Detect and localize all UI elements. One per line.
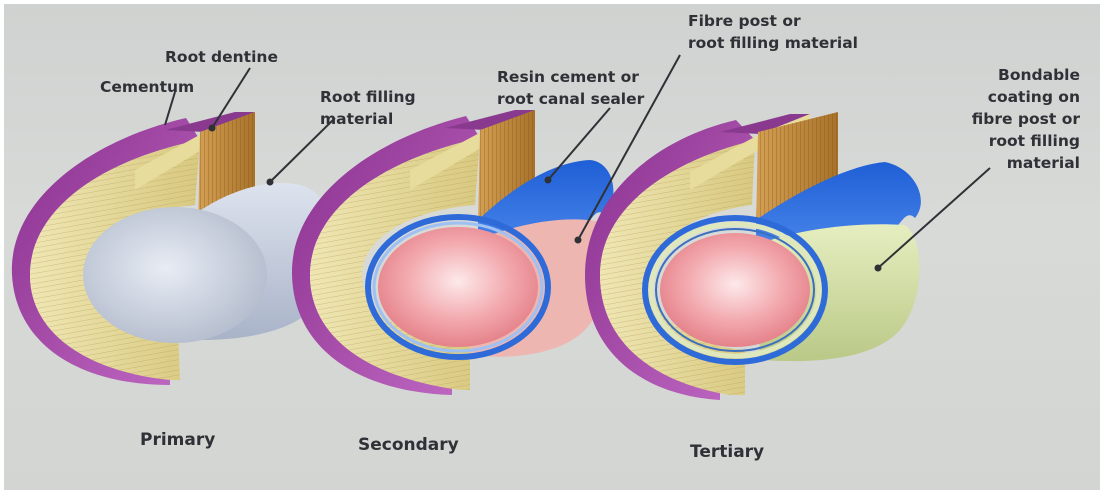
caption-tertiary: Tertiary bbox=[690, 442, 764, 462]
label-root-dentine: Root dentine bbox=[165, 46, 278, 68]
caption-primary: Primary bbox=[140, 430, 215, 450]
secondary-model bbox=[292, 110, 613, 395]
label-bondable-coating: Bondable coating on fibre post or root f… bbox=[972, 64, 1080, 174]
tertiary-post-face bbox=[660, 233, 810, 347]
label-resin-cement: Resin cement or root canal sealer bbox=[497, 66, 644, 110]
label-fibre-post-line1: Fibre post or bbox=[688, 10, 858, 32]
label-bondable-line2: coating on bbox=[972, 86, 1080, 108]
label-bondable-line1: Bondable bbox=[972, 64, 1080, 86]
label-bondable-line5: material bbox=[972, 152, 1080, 174]
label-bondable-line3: fibre post or bbox=[972, 108, 1080, 130]
label-resin-cement-line2: root canal sealer bbox=[497, 88, 644, 110]
secondary-post-face bbox=[378, 227, 538, 347]
label-fibre-post-line2: root filling material bbox=[688, 32, 858, 54]
label-resin-cement-line1: Resin cement or bbox=[497, 66, 644, 88]
label-root-filling-material: Root filling material bbox=[320, 86, 416, 130]
primary-model bbox=[12, 112, 335, 385]
primary-root-filling-face bbox=[83, 207, 267, 343]
label-cementum: Cementum bbox=[100, 76, 194, 98]
label-fibre-post: Fibre post or root filling material bbox=[688, 10, 858, 54]
label-root-filling-line2: material bbox=[320, 108, 416, 130]
label-root-filling-line1: Root filling bbox=[320, 86, 416, 108]
label-bondable-line4: root filling bbox=[972, 130, 1080, 152]
caption-secondary: Secondary bbox=[358, 435, 459, 455]
tertiary-model bbox=[585, 112, 921, 400]
